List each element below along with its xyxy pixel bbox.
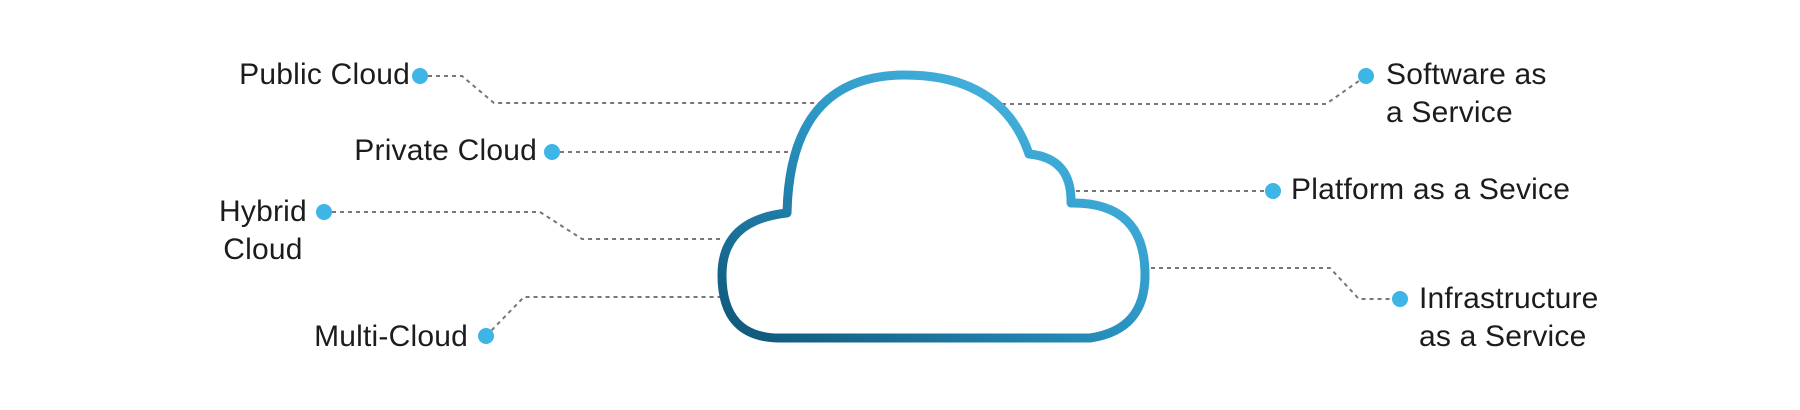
- dot-private-cloud: [544, 144, 560, 160]
- connector-multi-cloud: [485, 296, 722, 337]
- label-paas: Platform as a Sevice: [1291, 171, 1570, 209]
- connectors-left: [324, 75, 822, 337]
- dot-hybrid-cloud: [316, 204, 332, 220]
- label-iaas: Infrastructure as a Service: [1419, 280, 1599, 356]
- connectors-right: [1002, 75, 1400, 300]
- connector-saas: [1002, 75, 1367, 105]
- dot-public-cloud: [412, 68, 428, 84]
- connector-hybrid-cloud: [324, 211, 720, 240]
- dot-saas: [1358, 68, 1374, 84]
- label-saas-line-2: a Service: [1386, 96, 1513, 129]
- label-hybrid-cloud-line-1: Hybrid: [219, 195, 307, 228]
- label-iaas-line-2: as a Service: [1419, 320, 1587, 353]
- label-paas-line-1: Platform as a Sevice: [1291, 173, 1571, 206]
- label-saas-line-1: Software as: [1386, 58, 1547, 91]
- label-saas: Software as a Service: [1386, 56, 1547, 132]
- connector-public-cloud: [420, 75, 822, 104]
- label-public-cloud-line-1: Public Cloud: [239, 58, 410, 91]
- label-private-cloud: Private Cloud: [325, 132, 537, 170]
- label-iaas-line-1: Infrastructure: [1419, 282, 1599, 315]
- connector-iaas: [1151, 267, 1400, 300]
- label-multi-cloud: Multi-Cloud: [290, 318, 468, 356]
- label-private-cloud-line-1: Private Cloud: [354, 134, 537, 167]
- dot-iaas: [1392, 291, 1408, 307]
- label-hybrid-cloud: Hybrid Cloud: [204, 193, 322, 269]
- label-multi-cloud-line-1: Multi-Cloud: [314, 320, 468, 353]
- cloud-icon: [717, 70, 1150, 343]
- label-hybrid-cloud-line-2: Cloud: [223, 233, 303, 266]
- dot-multi-cloud: [478, 328, 494, 344]
- dots: [316, 68, 1408, 344]
- dot-paas: [1265, 183, 1281, 199]
- label-public-cloud: Public Cloud: [210, 56, 410, 94]
